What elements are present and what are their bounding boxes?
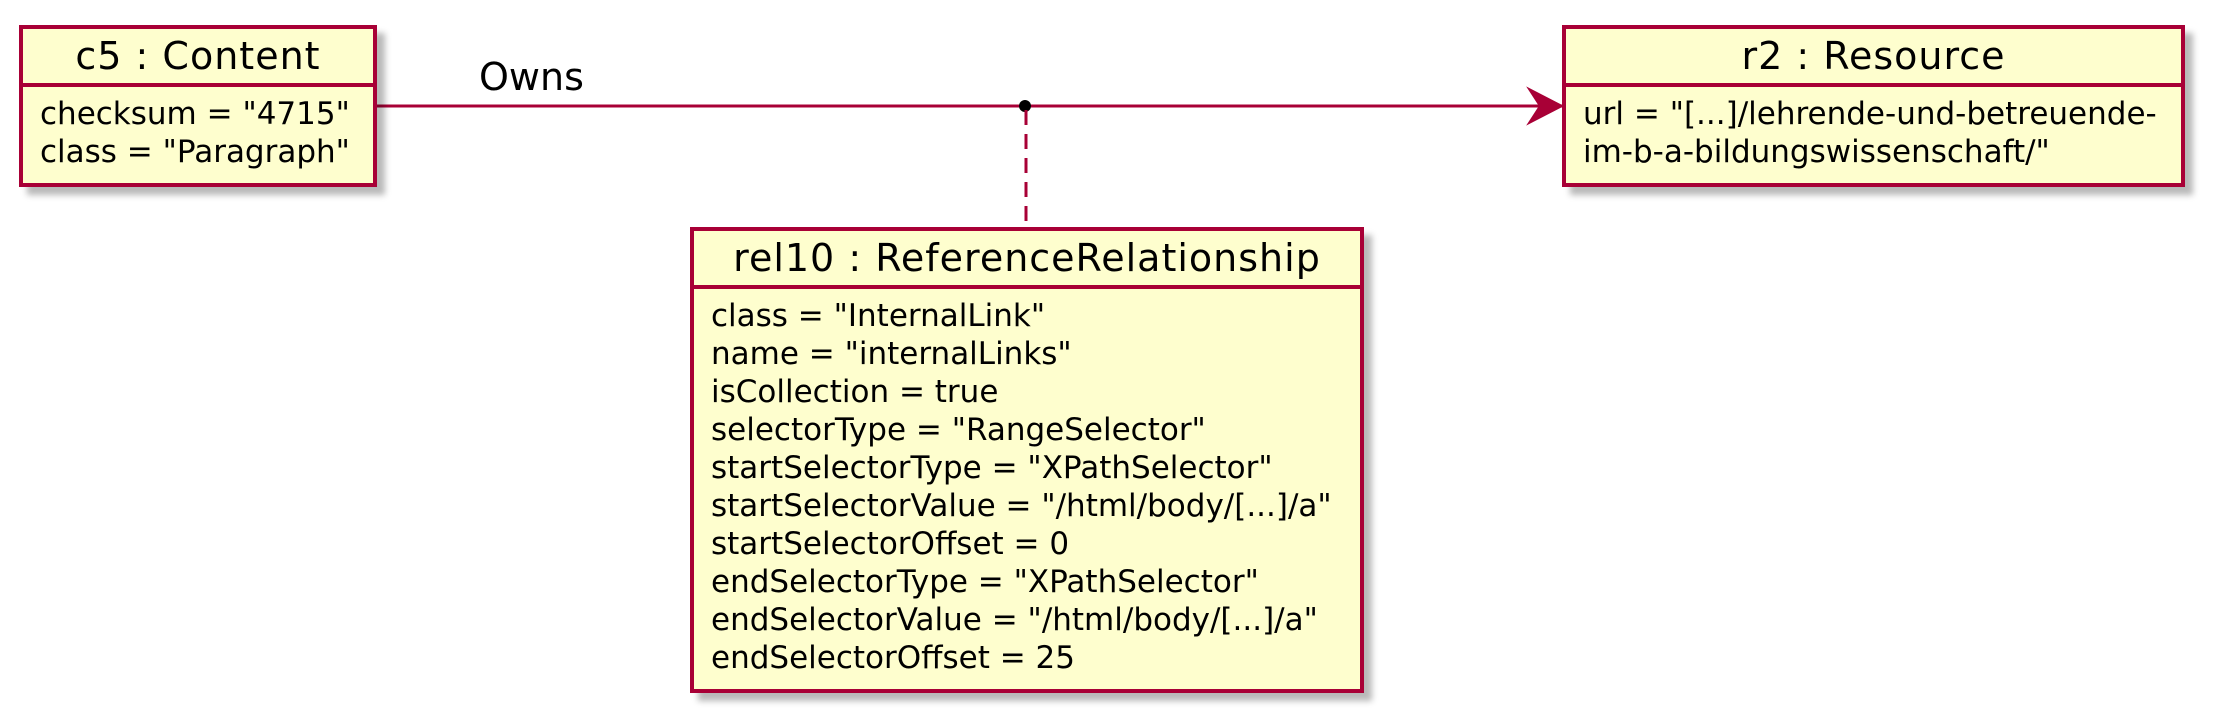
attribute: endSelectorType = "XPathSelector" xyxy=(711,564,1259,600)
attribute: name = "internalLinks" xyxy=(711,336,1072,372)
resource-object-attributes: url = "[...]/lehrende-und-betreuende- im… xyxy=(1566,87,2181,171)
relationship-object-title: rel10 : ReferenceRelationship xyxy=(694,231,1360,289)
attribute: class = "InternalLink" xyxy=(711,298,1046,334)
resource-object[interactable]: r2 : Resource url = "[...]/lehrende-und-… xyxy=(1562,25,2185,187)
attribute: startSelectorType = "XPathSelector" xyxy=(711,450,1273,486)
relationship-object[interactable]: rel10 : ReferenceRelationship class = "I… xyxy=(690,227,1364,693)
attribute: endSelectorValue = "/html/body/[...]/a" xyxy=(711,602,1318,638)
content-object-title: c5 : Content xyxy=(23,29,373,87)
content-object[interactable]: c5 : Content checksum = "4715" class = "… xyxy=(19,25,377,187)
arrow-head-icon xyxy=(1526,86,1565,126)
attribute: class = "Paragraph" xyxy=(40,134,350,170)
attribute: startSelectorOffset = 0 xyxy=(711,526,1070,562)
attribute: im-b-a-bildungswissenschaft/" xyxy=(1583,134,2050,170)
association-junction-dot xyxy=(1019,100,1031,112)
association-label: Owns xyxy=(479,55,584,99)
attribute: isCollection = true xyxy=(711,374,999,410)
attribute: startSelectorValue = "/html/body/[...]/a… xyxy=(711,488,1332,524)
attribute: url = "[...]/lehrende-und-betreuende- xyxy=(1583,96,2157,132)
attribute: selectorType = "RangeSelector" xyxy=(711,412,1206,448)
relationship-object-attributes: class = "InternalLink" name = "internalL… xyxy=(694,289,1360,677)
attribute: checksum = "4715" xyxy=(40,96,350,132)
resource-object-title: r2 : Resource xyxy=(1566,29,2181,87)
content-object-attributes: checksum = "4715" class = "Paragraph" xyxy=(23,87,373,171)
attribute: endSelectorOffset = 25 xyxy=(711,640,1076,676)
